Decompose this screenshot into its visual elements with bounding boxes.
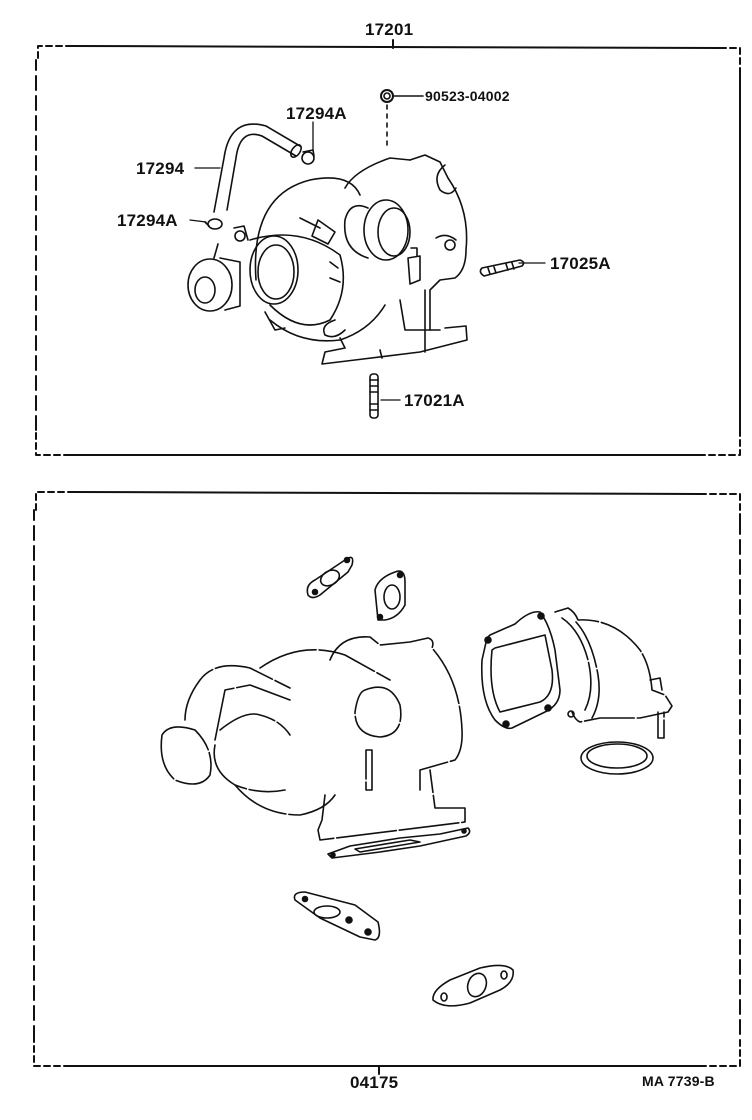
- gasket-2bolt-lower: [432, 964, 515, 1007]
- assembly-label-17201: 17201: [365, 20, 414, 39]
- ring-gasket: [580, 741, 654, 775]
- gasket-2bolt-upper-left: [306, 556, 354, 599]
- assembly-label-04175: 04175: [350, 1073, 399, 1092]
- part-label-stud-17025a: 17025A: [550, 254, 611, 273]
- part-label-stud-17021a: 17021A: [404, 391, 465, 410]
- stud-17025a-drawing: [479, 259, 525, 277]
- part-label-clamp-upper: 17294A: [286, 104, 347, 123]
- part-label-oil-hose: 17294: [136, 159, 185, 178]
- part-label-nut: 90523-04002: [425, 88, 510, 104]
- turbocharger-outline-drawing: [160, 636, 466, 841]
- elbow-gasket: [480, 610, 561, 730]
- turbocharger-assembly-drawing: [187, 123, 468, 365]
- stud-17021a-drawing: [369, 373, 379, 419]
- part-label-clamp-lower: 17294A: [117, 211, 178, 230]
- gasket-3bolt: [293, 891, 381, 941]
- gasket-2bolt-upper-center: [374, 570, 406, 621]
- bottom-group-frame: [33, 491, 741, 1075]
- nut-part-drawing: [380, 89, 424, 151]
- figure-code: MA 7739-B: [642, 1073, 715, 1089]
- exhaust-elbow: [554, 607, 673, 739]
- top-group-frame: [35, 39, 741, 456]
- flange-gasket-long: [327, 827, 471, 859]
